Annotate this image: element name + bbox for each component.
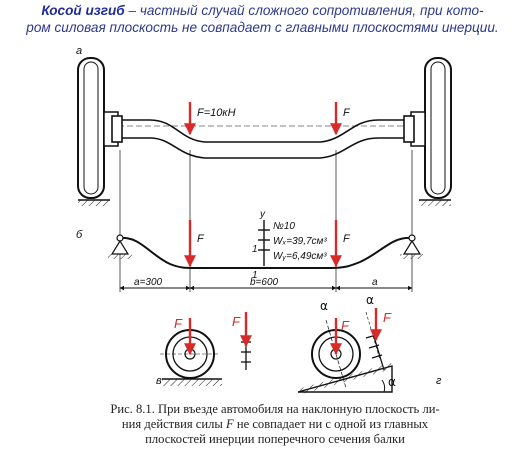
caption-force-var: F [226,417,234,431]
header-definition-line2: ром силовая плоскость не совпадает с гла… [26,20,499,35]
cross-section-symbol [258,220,270,266]
header-definition: – частный случай сложного сопротивления,… [124,3,484,18]
dimension-a-right: a [372,277,378,288]
dimension-a-left: a=300 [134,277,163,288]
caption-line3: плоскостей инерции поперечного сечения б… [145,432,405,446]
wheel-incline [297,319,393,395]
axle-beam [111,115,415,159]
panel-label-v: в [156,375,162,387]
panel-label-g: г [436,375,442,387]
section-mark-upper: 1 [252,244,258,255]
y-axis-label: y [259,209,266,220]
caption-line2-post: не совпадает ни с одной из главных [233,417,429,431]
term-oblique-bending: Косой изгиб [41,3,125,18]
section-mark-lower: 1 [252,270,258,281]
dimension-b: b=600 [250,277,279,288]
panel-label-a: а [76,45,82,57]
incline-section-force-label: F [383,310,392,325]
force-label-main: F=10кН [197,107,236,119]
force-label-right: F [343,107,351,119]
flat-section-force-label: F [232,314,241,329]
section-modulus-x: Wₓ=39,7см³ [273,236,327,247]
beam-scheme [108,234,424,269]
scheme-force-right-label: F [343,233,351,245]
caption-line1: Рис. 8.1. При въезде автомобиля на накло… [110,402,440,416]
flat-wheel-force-label: F [174,316,183,331]
axle-figure: а F=10кН F б [76,45,452,395]
incline-wheel-force-label: F [341,318,350,333]
profile-number: №10 [273,221,295,232]
incline-alpha-top: α [320,299,328,313]
right-wheel [410,57,452,206]
section-modulus-y: Wᵧ=6,49см³ [273,251,327,262]
incline-section-alpha: α [366,293,374,307]
panel-label-b: б [76,229,83,241]
extension-lines [119,150,413,292]
section-header: Косой изгиб – частный случай сложного со… [6,2,519,36]
caption-line2-pre: ния действия силы [121,417,227,431]
figure-caption: Рис. 8.1. При въезде автомобиля на накло… [90,402,460,447]
incline-angle-alpha: α [388,375,396,389]
scheme-force-left-label: F [197,233,205,245]
